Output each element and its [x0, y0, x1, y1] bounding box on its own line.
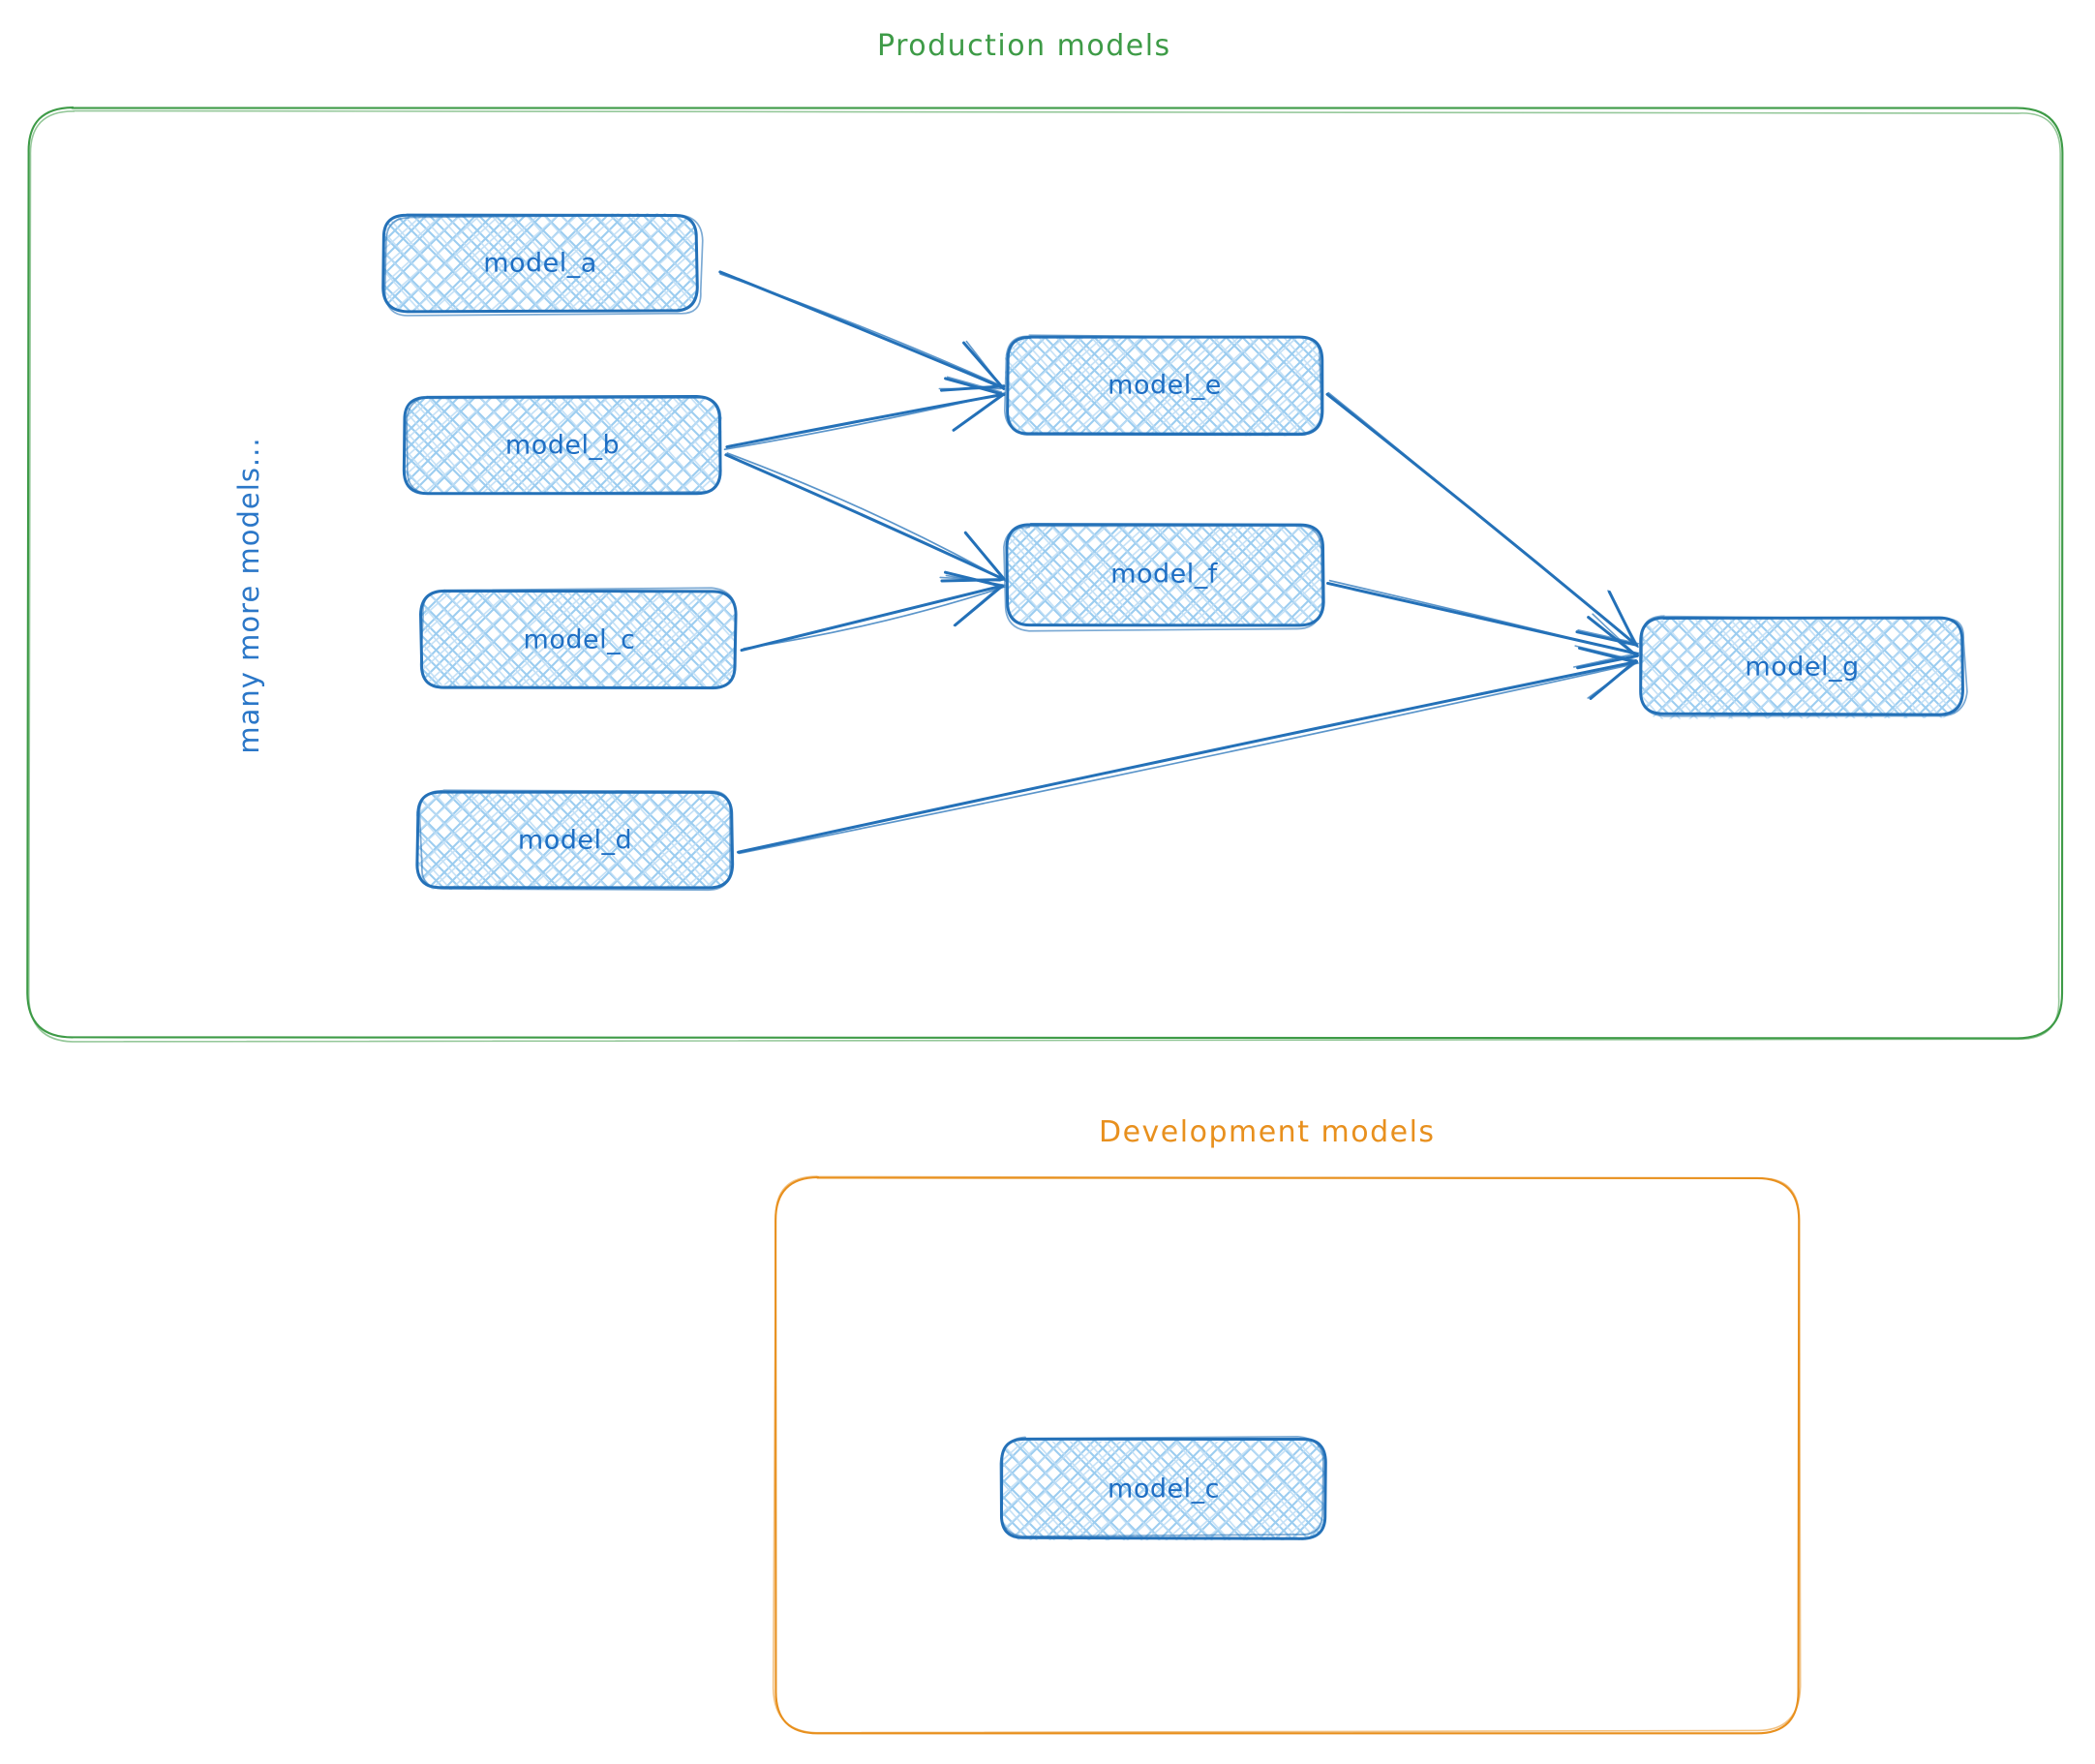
many-more-models-note: many more models... [232, 437, 265, 754]
edge-model_a-to-model_e [718, 270, 1006, 392]
node-label-model_e: model_e [1108, 370, 1222, 401]
nodes-layer [381, 213, 1968, 1541]
node-model_f[interactable] [1003, 523, 1325, 632]
node-label-model_b: model_b [504, 430, 621, 461]
node-model_c[interactable] [419, 587, 738, 690]
edge-model_b-to-model_e [723, 376, 1006, 451]
node-label-model_g: model_g [1745, 652, 1860, 683]
production-group-title: Production models [877, 29, 1171, 63]
node-model_b[interactable] [402, 395, 722, 496]
edges-layer [718, 270, 1640, 855]
node-label-dev_model_c: model_c [1108, 1474, 1220, 1505]
edge-model_c-to-model_f [740, 570, 1006, 653]
edge-model_b-to-model_f [724, 452, 1007, 583]
edge-model_f-to-model_g [1325, 579, 1640, 670]
edge-model_e-to-model_g [1325, 391, 1640, 649]
node-model_a[interactable] [381, 213, 704, 317]
node-model_g[interactable] [1639, 615, 1968, 719]
node-model_d[interactable] [415, 789, 735, 892]
node-label-model_a: model_a [483, 248, 597, 278]
group-containers [26, 106, 2064, 1735]
node-label-model_c: model_c [523, 624, 636, 655]
node-label-model_f: model_f [1110, 559, 1218, 590]
node-model_e[interactable] [1003, 334, 1324, 437]
node-label-model_d: model_d [517, 825, 633, 856]
development-group-title: Development models [1099, 1115, 1436, 1149]
group-container-development [772, 1175, 1802, 1735]
group-container-production [26, 106, 2064, 1043]
edge-model_d-to-model_g [737, 645, 1639, 855]
node-dev_model_c[interactable] [999, 1435, 1327, 1541]
